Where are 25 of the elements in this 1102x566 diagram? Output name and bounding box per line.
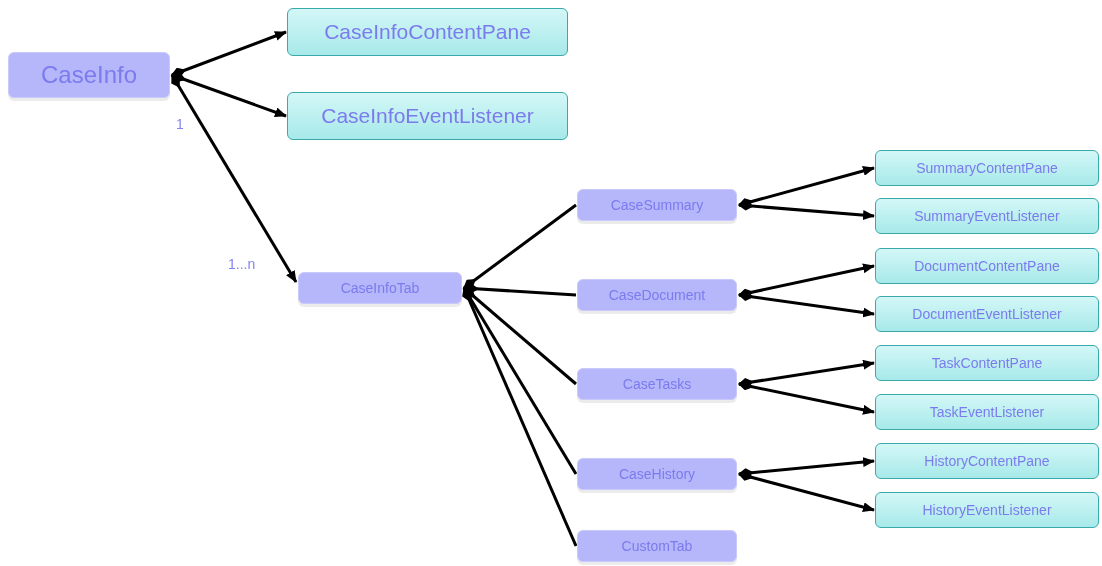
class-box: CustomTab	[577, 530, 737, 562]
connector-arrow	[738, 200, 875, 221]
connector-arrow	[170, 74, 298, 283]
class-box: CaseInfoTab	[298, 272, 462, 304]
multiplicity-label: 1	[176, 116, 184, 132]
connector-arrow	[738, 291, 875, 318]
class-box: CaseDocument	[577, 279, 737, 311]
connector-arrow	[738, 380, 875, 415]
class-box: DocumentEventListener	[875, 296, 1099, 332]
class-box: CaseTasks	[577, 368, 737, 400]
class-box: CaseInfoContentPane	[287, 8, 568, 56]
class-box: CaseHistory	[577, 458, 737, 490]
class-box: TaskEventListener	[875, 394, 1099, 430]
class-box: TaskContentPane	[875, 345, 1099, 381]
class-box: CaseInfoEventListener	[287, 92, 568, 140]
connector-arrow	[738, 470, 875, 512]
multiplicity-label: 1...n	[228, 256, 256, 272]
connector-arrow	[171, 72, 287, 118]
class-box: HistoryEventListener	[875, 492, 1099, 528]
class-box: HistoryContentPane	[875, 443, 1099, 479]
class-box: CaseSummary	[577, 189, 737, 221]
class-box: CaseInfo	[8, 52, 170, 98]
class-box: SummaryEventListener	[875, 198, 1099, 234]
class-box: SummaryContentPane	[875, 150, 1099, 186]
class-box: DocumentContentPane	[875, 248, 1099, 284]
